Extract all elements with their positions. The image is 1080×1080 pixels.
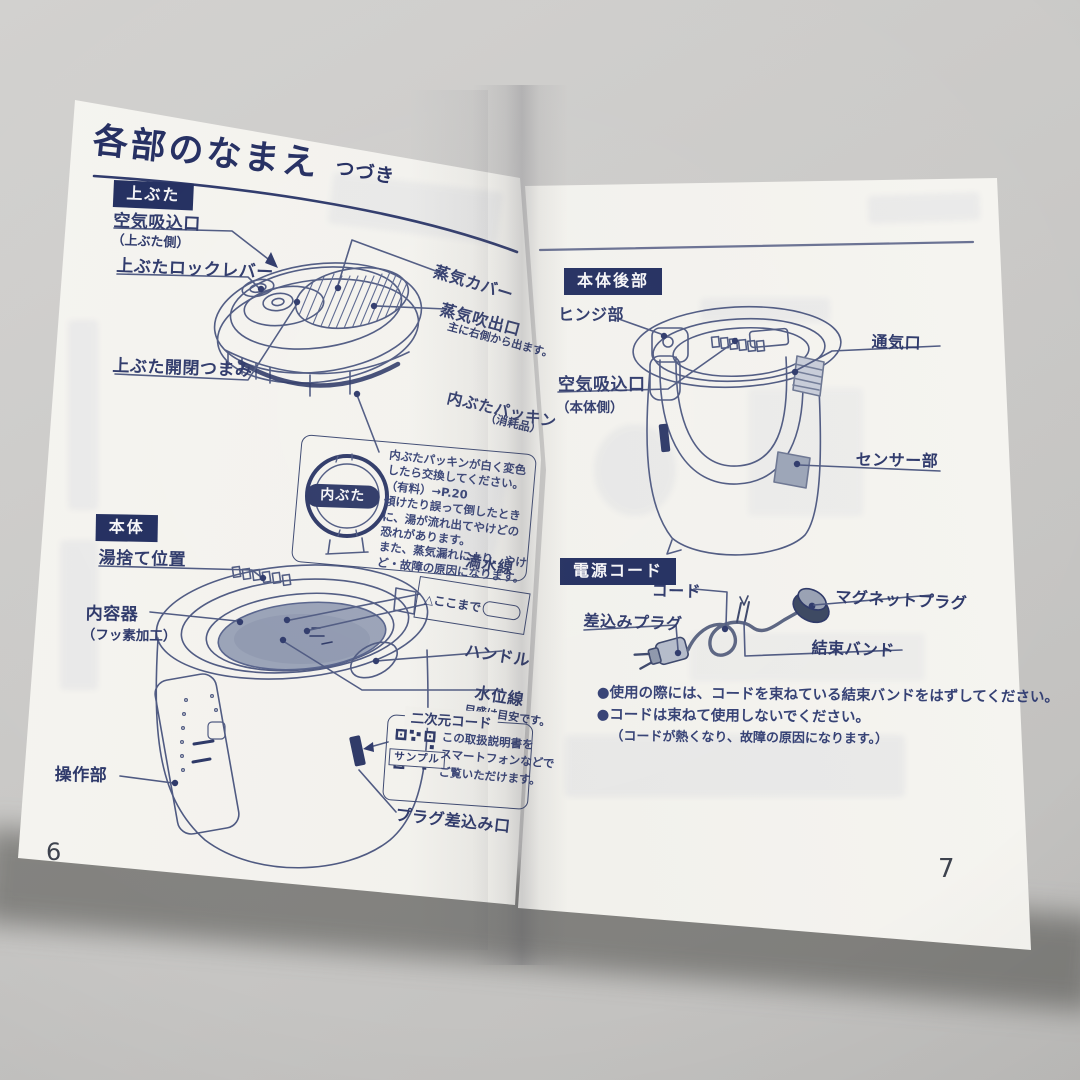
label-control-panel: 操作部 — [54, 764, 108, 786]
page-number-right: 7 — [938, 854, 955, 884]
leader-water-level — [282, 640, 501, 691]
open-close-knob-shape — [262, 292, 294, 312]
lid-diagram — [213, 262, 423, 397]
bleedthrough-ghost — [565, 735, 905, 797]
plug-inlet-shape — [349, 735, 366, 767]
full-water-line-mark — [481, 600, 522, 622]
leader-air-intake-body — [557, 342, 734, 393]
tie-band-shape — [736, 601, 750, 623]
label-open-close-knob: 上ぶた開閉つまみ — [112, 355, 253, 381]
qr-code-box: 二次元コード サンプル この取扱説明書を スマートフォンなどで ご覧いただけます… — [382, 706, 555, 810]
bleedthrough-ghost — [748, 388, 863, 516]
handle-shape — [350, 641, 398, 679]
bleedthrough-ghost — [68, 320, 98, 510]
label-inner-container-sub: （フッ素加工） — [81, 626, 177, 645]
leader-pour-position — [98, 565, 262, 578]
plug-shape — [633, 636, 689, 670]
leader-lock-lever — [116, 273, 260, 289]
label-plug: 差込みプラグ — [583, 610, 683, 634]
leader-steam-cover — [337, 239, 445, 286]
inner-lid-gasket — [237, 359, 401, 388]
leader-magnet-plug — [813, 594, 933, 606]
leader-tie-band — [743, 621, 903, 657]
page-title-suffix: つづき — [333, 156, 397, 189]
leader-hinge — [615, 317, 662, 335]
section-badge-body: 本体 — [95, 514, 159, 543]
leader-air-intake — [113, 227, 273, 263]
leader-plug-inlet — [358, 769, 397, 813]
leader-cord — [693, 588, 728, 627]
label-air-intake-body-sub: （本体側） — [556, 400, 624, 416]
bleedthrough-ghost — [690, 633, 925, 681]
section-badge-rear: 本体後部 — [564, 268, 663, 295]
label-hinge: ヒンジ部 — [558, 305, 625, 324]
leader-vent — [796, 345, 941, 371]
inner-lid-badge: 内ぶた — [305, 483, 381, 510]
label-tie-band: 結束バンド — [811, 637, 896, 660]
leader-full-water — [289, 593, 427, 631]
label-air-intake-body: 空気吸込口 — [558, 375, 646, 395]
label-air-intake-lid-sub: （上ぶた側） — [111, 232, 190, 252]
control-panel-shape — [154, 673, 240, 835]
label-vent: 通気口 — [871, 331, 922, 353]
lock-lever-shape — [241, 278, 275, 298]
rear-body-diagram — [632, 305, 842, 556]
leader-plug — [583, 624, 679, 651]
leader-packing — [356, 394, 380, 453]
leader-sensor — [798, 464, 941, 472]
vent-patch — [792, 355, 825, 397]
cord-shape — [686, 609, 802, 657]
power-cord-diagram — [633, 587, 830, 670]
label-inner-container: 内容器 — [85, 603, 139, 625]
rear-handle-outer — [659, 359, 804, 485]
sensor-patch — [773, 451, 811, 489]
bleedthrough-ghost — [700, 298, 830, 322]
section-badge-cord: 電源コード — [560, 558, 677, 585]
label-sensor: センサー部 — [855, 449, 939, 471]
leader-steam-outlet — [376, 305, 447, 310]
leader-inner-container — [149, 611, 238, 622]
leader-handle — [375, 650, 503, 662]
bleedthrough-ghost — [60, 540, 98, 690]
hinge-shape — [651, 327, 689, 363]
rear-rim-vents — [710, 335, 766, 353]
body-diagram — [154, 564, 429, 869]
full-water-box-text: △ここまで — [423, 592, 483, 615]
cord-usage-notes: ●使用の際には、コードを束ねている結束バンドをはずしてください。 ●コードは束ね… — [596, 684, 1059, 747]
page-number-left: 6 — [46, 838, 62, 866]
rear-handle-inner — [675, 356, 788, 467]
leader-open-knob — [114, 303, 298, 381]
leader-control-panel — [119, 775, 174, 784]
label-pour-position: 湯捨て位置 — [98, 547, 187, 571]
qr-box-text: この取扱説明書を スマートフォンなどで ご覧いただけます。 — [438, 729, 555, 788]
page-right-top-rule — [538, 240, 975, 252]
label-cord: コード — [651, 580, 702, 601]
